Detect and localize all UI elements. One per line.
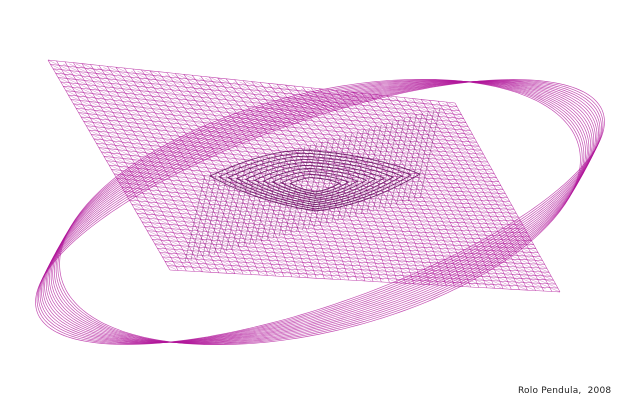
harmonograph-curves bbox=[35, 59, 605, 346]
artist-signature: Rolo Pendula, 2008 bbox=[518, 386, 612, 396]
